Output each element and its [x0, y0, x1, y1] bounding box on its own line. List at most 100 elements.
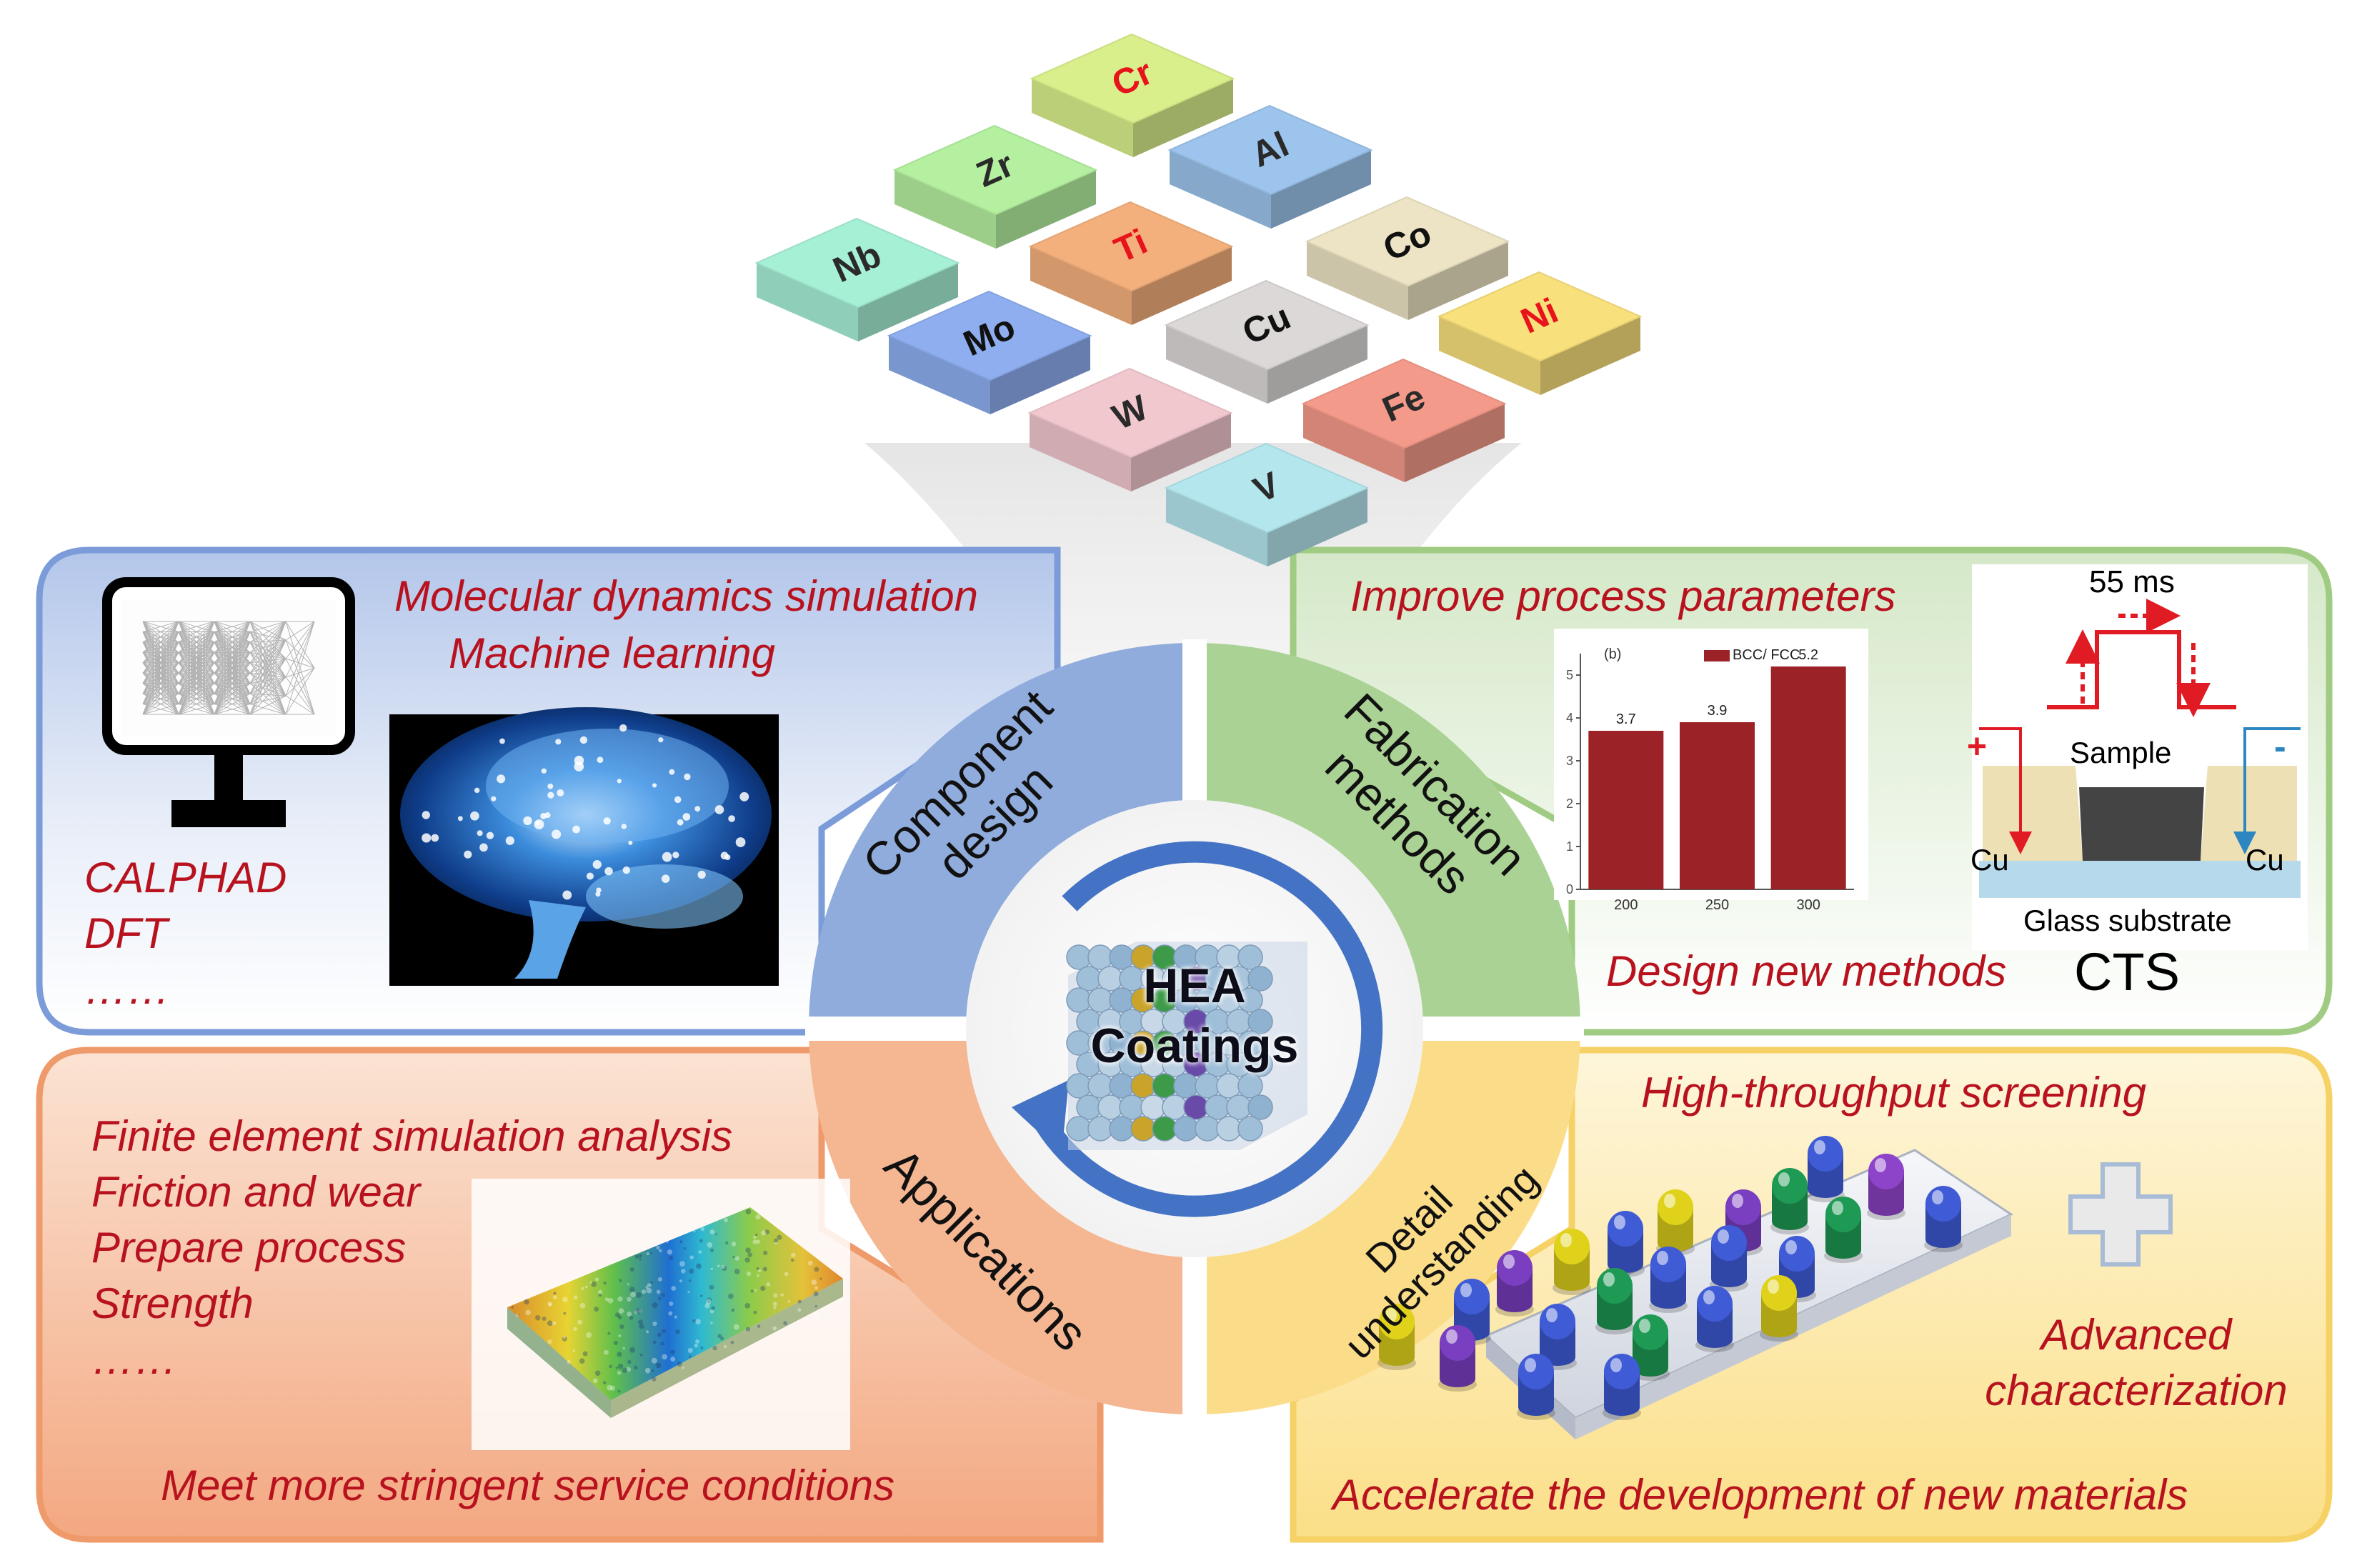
- detail-side-text-line2: characterization: [1985, 1367, 2288, 1414]
- bar-chart-legend-swatch: [1704, 649, 1730, 661]
- bar-chart-y-tick-label: 0: [1566, 882, 1573, 897]
- atom-sphere: [1152, 1073, 1177, 1099]
- sample-block: [2079, 787, 2204, 861]
- atom-sphere: [1237, 1073, 1263, 1099]
- atom-sphere: [1237, 944, 1263, 970]
- ring-sector-detail-understanding: [1195, 1029, 1580, 1414]
- component-item-dft: DFT: [84, 909, 168, 957]
- atom-sphere: [1247, 1009, 1273, 1034]
- sample-pill: [1649, 1247, 1688, 1313]
- sample-pill: [1824, 1197, 1863, 1263]
- brain-image: [389, 707, 779, 986]
- applications-footer: Meet more stringent service conditions: [161, 1462, 895, 1509]
- component-item-ellipsis: ……: [84, 965, 170, 1013]
- sample-pill: [1606, 1211, 1645, 1277]
- cts-label: CTS: [2074, 942, 2180, 1002]
- bar-chart-value-label: 3.9: [1708, 703, 1728, 719]
- atom-sphere: [1237, 987, 1263, 1013]
- cycle-arrowhead: [1012, 1080, 1069, 1154]
- atom-sphere: [1066, 1116, 1092, 1142]
- applications-item-strength: Strength: [91, 1279, 254, 1327]
- element-tile-w: W: [1027, 367, 1233, 491]
- left-electrode: [1983, 766, 2083, 861]
- sample-pill: [1924, 1186, 1963, 1252]
- element-tile-ti: Ti: [1028, 201, 1234, 325]
- atom-sphere: [1087, 1073, 1113, 1099]
- component-item-ml: Machine learning: [449, 629, 775, 677]
- atom-sphere: [1247, 1052, 1273, 1077]
- cts-sample-label: Sample: [2070, 736, 2172, 769]
- atom-sphere: [1130, 1073, 1156, 1099]
- fabrication-heading: Improve process parameters: [1350, 572, 1896, 620]
- cts-left-electrode-label: Cu: [1970, 843, 2009, 877]
- wear-track-surface-plot: [472, 1179, 850, 1450]
- bar-chart-legend-label: BCC/ FCC: [1733, 647, 1800, 663]
- element-tile-ni: Ni: [1437, 271, 1643, 395]
- sample-pill: [1806, 1136, 1845, 1202]
- atom-sphere: [1119, 1094, 1145, 1120]
- cts-substrate-label: Glass substrate: [2023, 904, 2232, 937]
- sample-pill: [1770, 1168, 1809, 1234]
- cts-plus-sign: +: [1967, 728, 1988, 766]
- detail-side-text: Advanced characterization: [1965, 1307, 2308, 1419]
- bar-chart-y-tick-label: 4: [1566, 711, 1573, 725]
- bar-chart-value-label: 5.2: [1798, 647, 1818, 663]
- cts-time-label: 55 ms: [2089, 564, 2175, 599]
- applications-list: Finite element simulation analysis Frict…: [91, 1109, 732, 1387]
- bar-chart-y-tick-label: 1: [1566, 839, 1573, 854]
- sample-pill: [1595, 1268, 1634, 1334]
- element-tile-nb: Nb: [754, 217, 960, 341]
- atom-sphere: [1195, 1116, 1220, 1142]
- bar-chart-bar: [1770, 666, 1846, 889]
- atom-sphere: [1216, 1073, 1242, 1099]
- applications-item-ellipsis: ……: [91, 1335, 177, 1383]
- atom-sphere: [1109, 1116, 1135, 1142]
- bar-chart-value-label: 3.7: [1616, 711, 1636, 727]
- atom-sphere: [1109, 1073, 1135, 1099]
- component-item-md: Molecular dynamics simulation: [394, 572, 978, 620]
- atom-sphere: [1097, 1094, 1123, 1120]
- atom-sphere: [1216, 1116, 1242, 1142]
- detail-side-text-line1: Advanced: [2040, 1311, 2232, 1359]
- bar-chart-category-label: 200: [1614, 897, 1638, 913]
- element-tile-cr: Cr: [1030, 33, 1235, 157]
- bar-chart-legend: BCC/ FCC: [1704, 647, 1800, 664]
- center-title-line2: Coatings: [1090, 1019, 1299, 1073]
- ring-sector-applications: [809, 1029, 1194, 1414]
- computer-monitor-icon: [102, 577, 355, 827]
- high-throughput-tray: [1377, 1136, 2014, 1439]
- atom-sphere: [1066, 1073, 1092, 1099]
- sample-pill: [1438, 1325, 1477, 1392]
- atom-sphere: [1237, 1030, 1263, 1056]
- bar-chart-category-label: 300: [1796, 897, 1820, 913]
- element-tile-al: Al: [1167, 104, 1373, 229]
- sample-pill: [1631, 1314, 1670, 1381]
- fabrication-footer: Design new methods: [1606, 947, 2007, 995]
- atom-sphere: [1183, 1094, 1209, 1120]
- atom-sphere: [1152, 1116, 1177, 1142]
- atom-sphere: [1205, 1094, 1230, 1120]
- atom-sphere: [1173, 1073, 1199, 1099]
- detail-footer: Accelerate the development of new materi…: [1332, 1471, 2188, 1519]
- component-left-list: CALPHAD DFT ……: [84, 850, 286, 1017]
- atom-sphere: [1140, 1094, 1166, 1120]
- bar-chart-bar: [1588, 731, 1664, 889]
- atom-sphere: [1076, 1094, 1102, 1120]
- applications-item-fea: Finite element simulation analysis: [91, 1112, 733, 1160]
- element-tile-fe: Fe: [1301, 358, 1507, 482]
- component-item-calphad: CALPHAD: [84, 854, 287, 902]
- bar-chart-y-tick-label: 5: [1566, 668, 1573, 682]
- atom-sphere: [1087, 1116, 1113, 1142]
- applications-item-process: Prepare process: [91, 1224, 407, 1272]
- applications-item-friction: Friction and wear: [91, 1168, 421, 1216]
- central-ring: [805, 639, 1584, 1418]
- ring-sector-fabrication-methods: [1195, 643, 1580, 1028]
- atom-sphere: [1237, 1116, 1263, 1142]
- atom-sphere: [1173, 1116, 1199, 1142]
- element-tile-co: Co: [1305, 196, 1510, 320]
- sample-pill: [1495, 1250, 1534, 1317]
- bar-chart-y-tick-label: 3: [1566, 754, 1573, 768]
